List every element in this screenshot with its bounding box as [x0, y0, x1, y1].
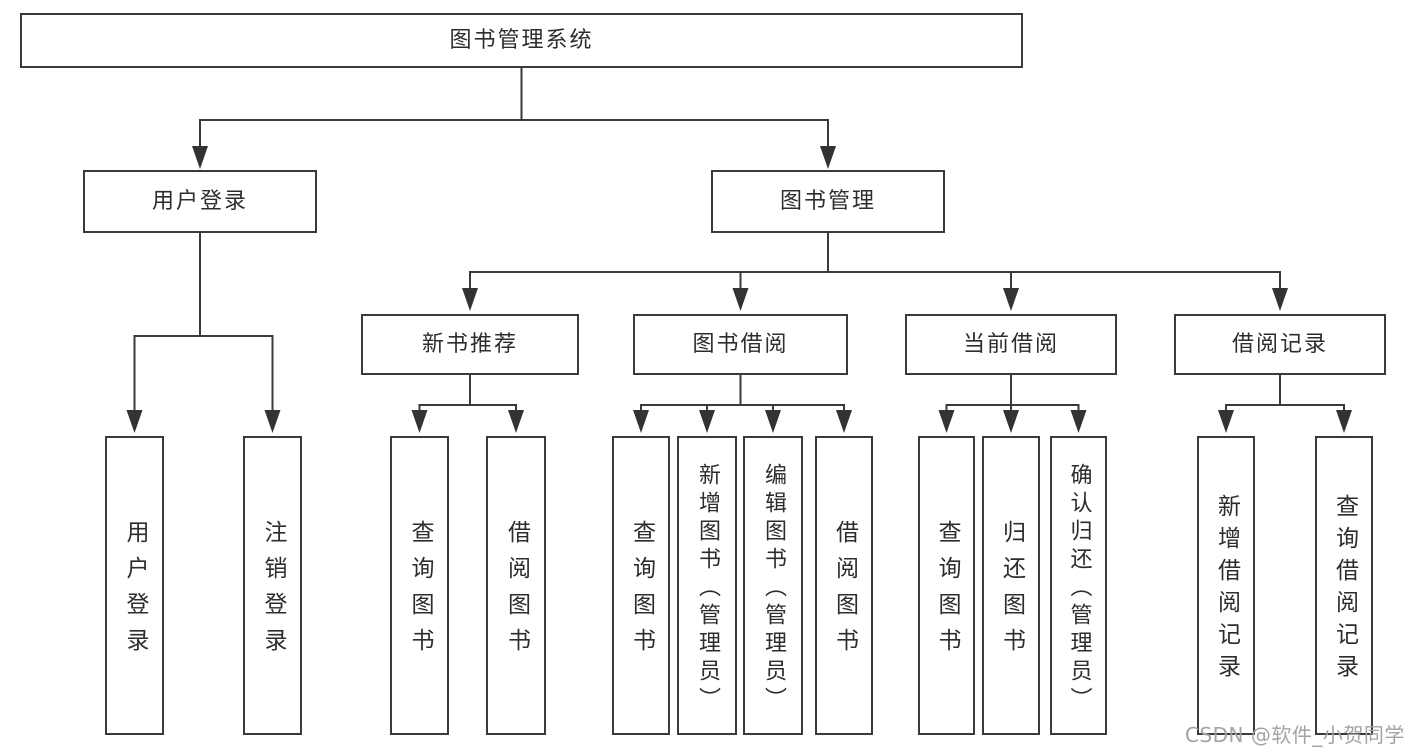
node-current-borrowing: 当前借阅 — [905, 314, 1117, 375]
leaf-query-books-borrow: 查询图书 — [612, 436, 670, 735]
connector-current-to-leaves — [938, 375, 1087, 433]
node-book-borrowing-label: 图书借阅 — [692, 331, 789, 357]
node-book-borrowing: 图书借阅 — [633, 314, 848, 375]
leaf-borrow-books-newrec-label: 借阅图书 — [503, 520, 530, 664]
connector-root-to-level2 — [192, 68, 836, 169]
node-borrowing-records-label: 借阅记录 — [1231, 331, 1328, 357]
node-book-management: 图书管理 — [711, 170, 945, 233]
node-library-system: 图书管理系统 — [20, 13, 1023, 68]
leaf-add-books-admin-label: 新增图书（管理员） — [695, 462, 720, 715]
node-user-login: 用户登录 — [83, 170, 317, 233]
leaf-return-books-label: 归还图书 — [998, 520, 1025, 664]
leaf-query-books-current-label: 查询图书 — [934, 520, 960, 664]
leaf-borrow-books-label: 借阅图书 — [831, 520, 858, 664]
leaf-add-borrow-record: 新增借阅记录 — [1197, 436, 1255, 735]
node-new-book-recommend: 新书推荐 — [361, 314, 579, 375]
node-book-management-label: 图书管理 — [779, 188, 876, 214]
leaf-add-books-admin: 新增图书（管理员） — [677, 436, 737, 735]
leaf-query-books-borrow-label: 查询图书 — [628, 520, 655, 664]
node-user-login-label: 用户登录 — [151, 188, 248, 214]
leaf-confirm-return-admin: 确认归还（管理员） — [1050, 436, 1107, 735]
node-current-borrowing-label: 当前借阅 — [962, 331, 1059, 357]
leaf-query-books-newrec: 查询图书 — [390, 436, 449, 735]
leaf-user-login-label: 用户登录 — [122, 520, 148, 664]
leaf-user-login: 用户登录 — [105, 436, 164, 735]
connector-mgmt-to-sections — [462, 233, 1288, 311]
connector-newbook-to-leaves — [411, 375, 524, 433]
leaf-query-borrow-record: 查询借阅记录 — [1315, 436, 1373, 735]
leaf-logout-label: 注销登录 — [260, 520, 286, 664]
leaf-return-books: 归还图书 — [982, 436, 1040, 735]
leaf-logout: 注销登录 — [243, 436, 302, 735]
leaf-query-borrow-record-label: 查询借阅记录 — [1331, 494, 1358, 686]
connector-login-to-leaves — [126, 233, 281, 433]
node-borrowing-records: 借阅记录 — [1174, 314, 1386, 375]
leaf-add-borrow-record-label: 新增借阅记录 — [1213, 494, 1240, 686]
connector-records-to-leaves — [1218, 375, 1352, 433]
leaf-edit-books-admin-label: 编辑图书（管理员） — [761, 462, 786, 715]
node-library-system-label: 图书管理系统 — [449, 27, 594, 53]
leaf-borrow-books: 借阅图书 — [815, 436, 873, 735]
leaf-query-books-current: 查询图书 — [918, 436, 975, 735]
watermark: CSDN @软件_小贺同学 — [1185, 723, 1405, 747]
leaf-query-books-newrec-label: 查询图书 — [407, 520, 433, 664]
leaf-edit-books-admin: 编辑图书（管理员） — [743, 436, 803, 735]
leaf-confirm-return-admin-label: 确认归还（管理员） — [1066, 462, 1092, 715]
leaf-borrow-books-newrec: 借阅图书 — [486, 436, 546, 735]
connector-borrow-to-leaves — [633, 375, 852, 433]
node-new-book-recommend-label: 新书推荐 — [421, 331, 518, 357]
